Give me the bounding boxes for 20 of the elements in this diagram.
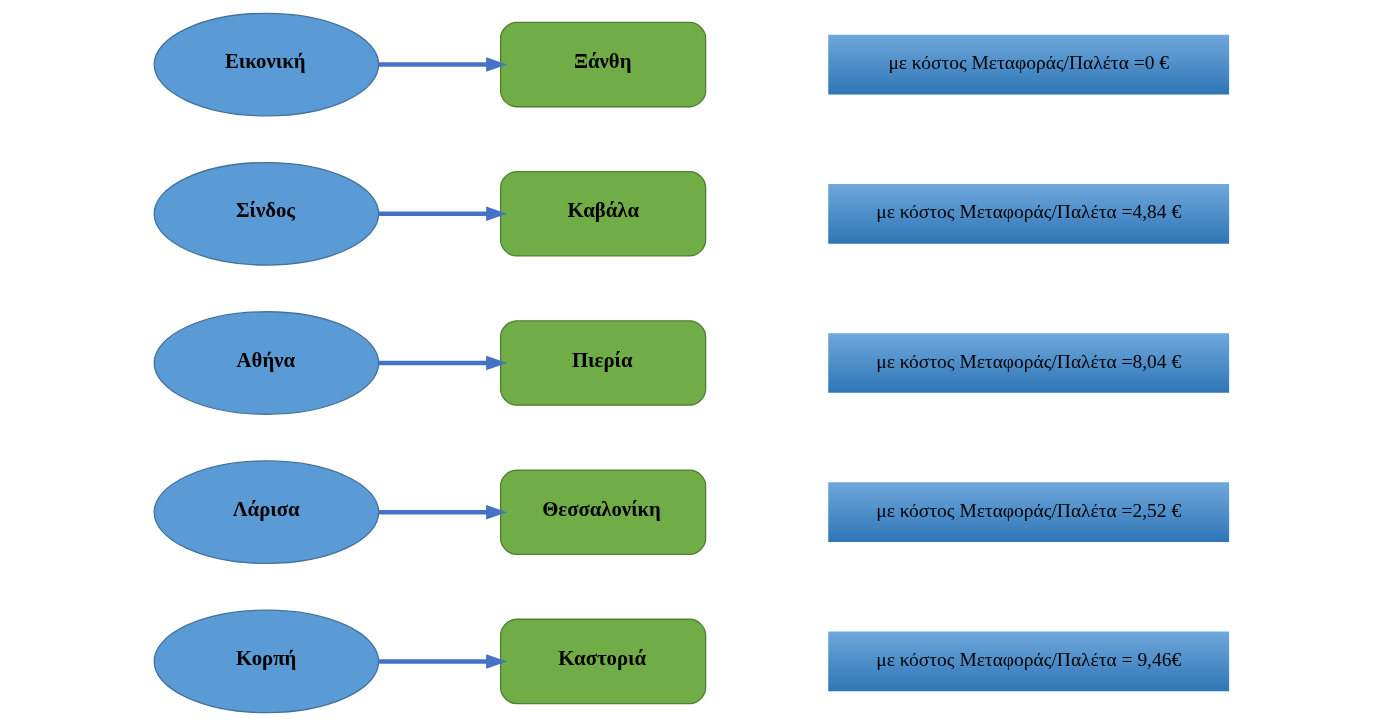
arrow — [378, 355, 507, 371]
node-box: Πιερία — [499, 320, 706, 406]
node-ellipse: Κορπή — [153, 609, 379, 714]
node-box: Θεσσαλονίκη — [499, 469, 706, 556]
node-box: Καστοριά — [499, 618, 706, 705]
arrow — [378, 206, 507, 222]
node-box: με κόστος Μεταφοράς/Παλέτα =4,84 € — [826, 182, 1230, 245]
node-ellipse: Εικονική — [153, 12, 379, 117]
node-box: με κόστος Μεταφοράς/Παλέτα =0 € — [826, 33, 1230, 96]
node-ellipse: Λάρισα — [153, 460, 379, 565]
node-box: με κόστος Μεταφοράς/Παλέτα =8,04 € — [826, 331, 1230, 395]
node-ellipse: Αθήνα — [153, 311, 379, 415]
node-box: Καβάλα — [499, 170, 706, 257]
node-ellipse: Σίνδος — [153, 161, 379, 266]
node-box: με κόστος Μεταφοράς/Παλέτα =2,52 € — [826, 481, 1230, 544]
node-box: Ξάνθη — [499, 21, 706, 108]
arrow — [378, 57, 507, 72]
arrow — [378, 654, 507, 669]
arrow — [378, 504, 507, 520]
node-box: με κόστος Μεταφοράς/Παλέτα = 9,46€ — [826, 630, 1230, 693]
